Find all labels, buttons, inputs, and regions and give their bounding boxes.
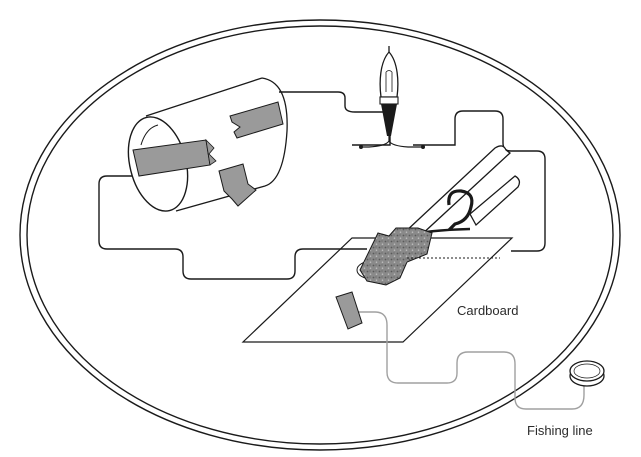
bulb-icon [359, 46, 425, 149]
fishing-line [355, 311, 585, 410]
cardboard-label: Cardboard [457, 303, 519, 318]
cardboard-sheet [241, 237, 514, 343]
clothespin-icon [402, 145, 521, 238]
foil-icon [356, 227, 500, 286]
coin-icon [569, 360, 605, 387]
outer-loop-ring [19, 19, 621, 451]
fishing-line-label: Fishing line [527, 423, 593, 438]
tape-icon [132, 101, 363, 330]
